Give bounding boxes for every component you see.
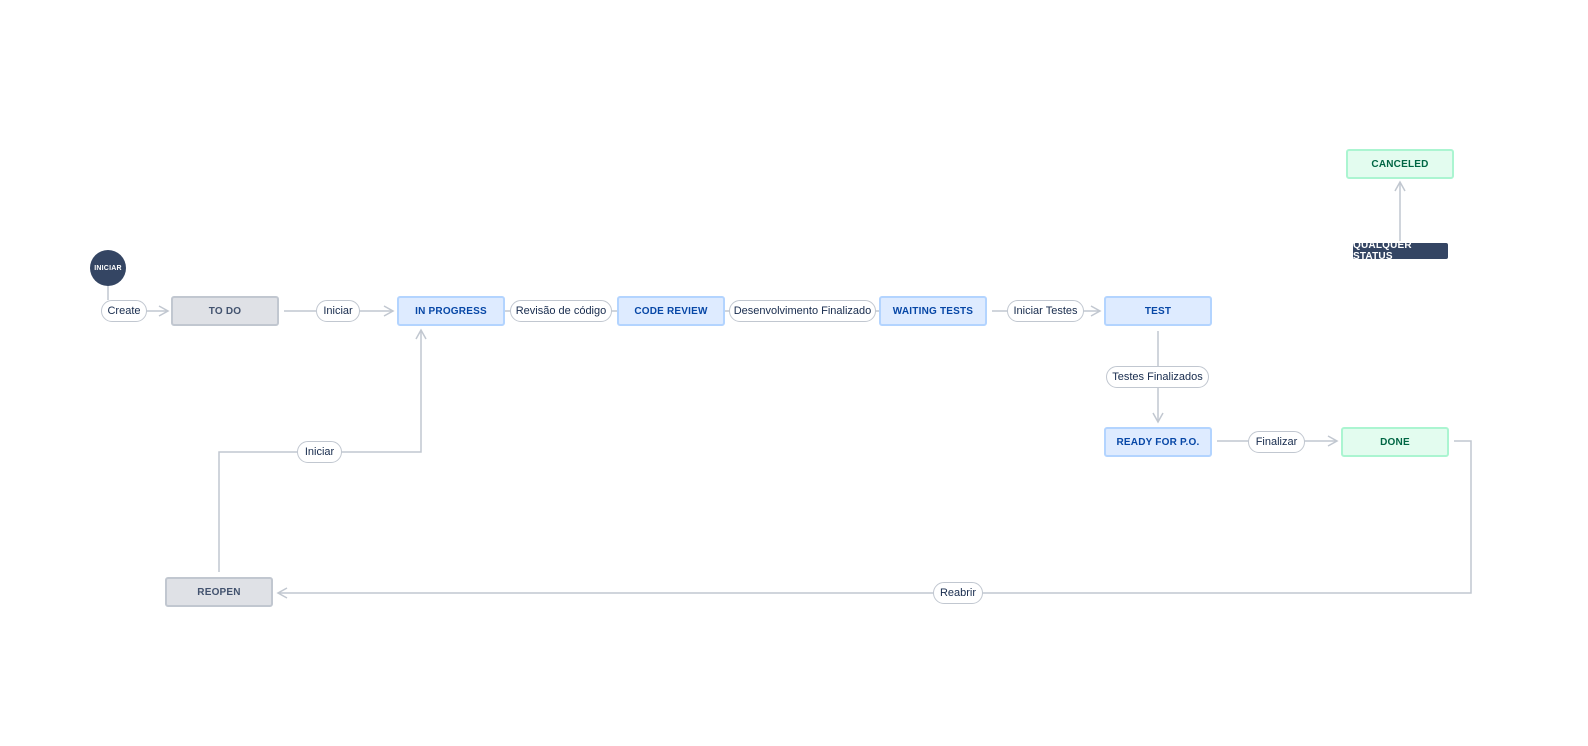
status-code-review[interactable]: CODE REVIEW	[617, 296, 725, 326]
transition-iniciar-reopen[interactable]: Iniciar	[297, 441, 342, 463]
transition-iniciar[interactable]: Iniciar	[316, 300, 360, 322]
status-reopen[interactable]: REOPEN	[165, 577, 273, 607]
any-status-badge[interactable]: QUALQUER STATUS	[1353, 240, 1448, 262]
transition-testes-finalizados[interactable]: Testes Finalizados	[1106, 366, 1209, 388]
status-ready-for-po[interactable]: READY FOR P.O.	[1104, 427, 1212, 457]
status-test[interactable]: TEST	[1104, 296, 1212, 326]
edge-start-to-todo	[107, 286, 168, 311]
status-in-progress[interactable]: IN PROGRESS	[397, 296, 505, 326]
edge-done-to-reopen	[276, 440, 1472, 599]
transition-desenvolvimento-finalizado[interactable]: Desenvolvimento Finalizado	[729, 300, 876, 322]
status-waiting-tests[interactable]: WAITING TESTS	[879, 296, 987, 326]
transition-revisao-de-codigo[interactable]: Revisão de código	[510, 300, 612, 322]
status-done[interactable]: DONE	[1341, 427, 1449, 457]
status-canceled[interactable]: CANCELED	[1346, 149, 1454, 179]
transition-finalizar[interactable]: Finalizar	[1248, 431, 1305, 453]
transition-create[interactable]: Create	[101, 300, 147, 322]
transition-reabrir[interactable]: Reabrir	[933, 582, 983, 604]
start-node[interactable]: INICIAR	[90, 250, 126, 286]
status-todo[interactable]: TO DO	[171, 296, 279, 326]
transition-iniciar-testes[interactable]: Iniciar Testes	[1007, 300, 1084, 322]
